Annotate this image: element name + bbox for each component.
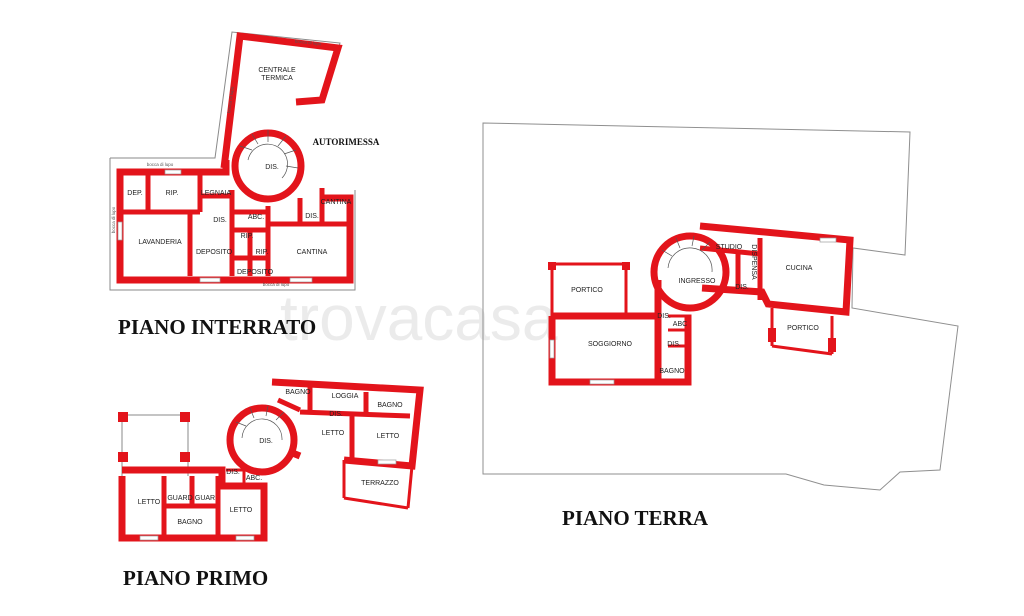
interrato-outer-wall xyxy=(116,160,354,284)
note-bocca-di-lupo-top: bocca di lupo xyxy=(295,39,322,47)
room-autorimessa: AUTORIMESSA xyxy=(313,137,380,147)
window xyxy=(139,535,159,541)
soggiorno-walls xyxy=(548,280,692,386)
pillar xyxy=(118,452,128,462)
note-bocca-di-lupo-left: bocca di lupo xyxy=(111,206,116,233)
room-cantina-1: CANTINA xyxy=(321,199,352,206)
room-dis-3: DIS. xyxy=(667,341,681,348)
room-terrazzo: TERRAZZO xyxy=(361,480,399,487)
piano-primo-plan: BAGNO LOGGIA BAGNO DIS. DIS. LETTO LETTO… xyxy=(118,378,424,590)
centrale-termica-walls xyxy=(220,32,343,169)
room-deposito-2: DEPOSITO xyxy=(237,269,274,276)
room-dis-top: DIS. xyxy=(329,411,343,418)
primo-west-inner-walls xyxy=(161,476,221,538)
room-termica: TERMICA xyxy=(261,75,293,82)
window xyxy=(377,459,397,465)
room-bagno-1: BAGNO xyxy=(285,389,311,396)
pillar xyxy=(118,412,128,422)
room-bagno-3: BAGNO xyxy=(177,519,203,526)
room-cantina-2: CANTINA xyxy=(297,249,328,256)
room-deposito-1: DEPOSITO xyxy=(196,249,233,256)
room-letto-2: LETTO xyxy=(377,433,400,440)
room-dis-2: DIS. xyxy=(213,217,227,224)
pillar xyxy=(180,452,190,462)
room-portico-2: PORTICO xyxy=(787,325,819,332)
window xyxy=(199,277,221,283)
pillar xyxy=(622,262,630,270)
room-soggiorno: SOGGIORNO xyxy=(588,341,633,348)
portico-left-outline xyxy=(550,262,628,316)
note-bocca-di-lupo-side: bocca di lupo xyxy=(226,86,235,113)
room-dispensa: DISPENSA xyxy=(750,244,757,280)
terra-stair-steps xyxy=(661,235,713,273)
title-piano-primo: PIANO PRIMO xyxy=(123,566,268,590)
primo-stair-tower xyxy=(226,404,298,476)
title-piano-terra: PIANO TERRA xyxy=(562,506,709,530)
title-piano-interrato: PIANO INTERRATO xyxy=(118,315,316,339)
interrato-inner-walls xyxy=(120,172,350,276)
pillar xyxy=(180,412,190,422)
window xyxy=(235,535,255,541)
room-rip-3: RIP. xyxy=(256,249,269,256)
room-lavanderia: LAVANDERIA xyxy=(138,239,182,246)
note-bocca-di-lupo-bottom: bocca di lupo xyxy=(263,282,290,287)
room-letto-1: LETTO xyxy=(322,430,345,437)
room-abc: ABC xyxy=(673,321,687,328)
note-bocca-di-lupo-left-top: bocca di lupo xyxy=(147,162,174,167)
lot-boundary xyxy=(482,122,959,491)
room-centrale: CENTRALE xyxy=(258,67,296,74)
room-letto-3: LETTO xyxy=(138,499,161,506)
pillar xyxy=(768,328,776,342)
room-dis-stair: DIS. xyxy=(259,438,273,445)
primo-west-wing-walls xyxy=(118,466,268,542)
room-abc: ABC. xyxy=(246,475,262,482)
piano-terra-plan: PORTICO STUDIO DISPENSA CUCINA INGRESSO … xyxy=(482,122,959,530)
room-dis-stair: DIS. xyxy=(265,164,279,171)
room-studio: STUDIO xyxy=(716,244,743,251)
window xyxy=(819,237,837,243)
room-dep: DEP. xyxy=(127,190,142,197)
room-abc: ABC. xyxy=(248,214,264,221)
terra-service-walls xyxy=(668,314,692,348)
room-guard: GUARD xyxy=(167,495,192,502)
pillar xyxy=(828,338,836,352)
interrato-stair-steps xyxy=(239,130,299,179)
room-legnaia: LEGNAIA xyxy=(201,190,232,197)
room-loggia: LOGGIA xyxy=(332,393,359,400)
terrazzo-outline xyxy=(342,460,414,510)
piano-interrato-plan: CENTRALE TERMICA AUTORIMESSA DIS. DEP. R… xyxy=(109,31,380,339)
room-dis-low: DIS. xyxy=(226,469,240,476)
room-rip-2: RIP. xyxy=(241,233,254,240)
room-guar: GUAR xyxy=(195,495,215,502)
window xyxy=(117,221,123,241)
room-ingresso: INGRESSO xyxy=(679,278,717,285)
terra-stair-tower xyxy=(650,232,730,312)
primo-east-inner-walls xyxy=(276,386,411,460)
room-letto-4: LETTO xyxy=(230,507,253,514)
primo-service-walls xyxy=(226,468,264,486)
terra-inner-walls xyxy=(699,238,763,300)
room-dis-2: DIS. xyxy=(657,313,671,320)
room-dis-3: DIS. xyxy=(305,213,319,220)
room-bagno: BAGNO xyxy=(659,368,685,375)
window xyxy=(164,169,182,175)
primo-stair-steps xyxy=(235,405,285,441)
window xyxy=(289,277,313,283)
room-portico-1: PORTICO xyxy=(571,287,603,294)
pillar xyxy=(548,262,556,270)
room-dis-1: DIS. xyxy=(735,284,749,291)
room-cucina: CUCINA xyxy=(786,265,813,272)
window xyxy=(589,379,615,385)
window xyxy=(549,339,555,359)
watermark: trovacasa xyxy=(280,282,558,354)
room-bagno-2: BAGNO xyxy=(377,402,403,409)
room-rip-1: RIP. xyxy=(166,190,179,197)
